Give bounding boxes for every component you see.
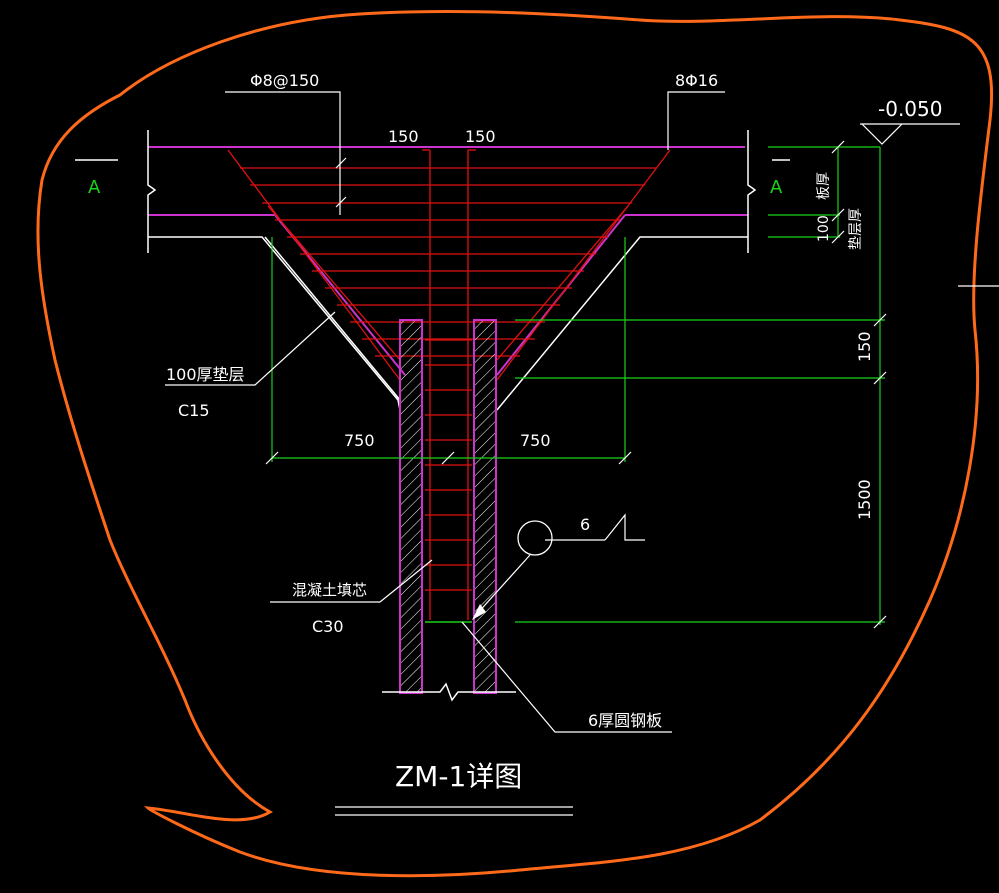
dim-750-right: 750 [520,431,551,450]
weld-symbol-circle [517,520,553,556]
dim-150-left: 150 [388,127,419,146]
dim-150-vertical: 150 [855,331,874,362]
pile-walls [399,319,497,694]
weld-arrow-icon [472,604,486,620]
weld-size-label: 6 [580,515,590,534]
core-fill-label: 混凝土填芯 [292,581,367,599]
section-mark-right: A [770,177,783,198]
funnel-rebars [227,149,671,620]
steel-plate-label: 6厚圆钢板 [588,711,662,730]
dimension-lines [271,146,885,625]
dimension-ticks [265,140,887,629]
slab [148,146,748,376]
rebar-stirrup-label: Φ8@150 [250,71,319,90]
elevation-label: -0.050 [878,97,942,121]
drawing-title: ZM-1详图 [395,760,522,793]
leader-lines [165,91,999,816]
dim-750-left: 750 [344,431,375,450]
orange-markup-outline [36,10,994,878]
slab-thickness-label: 板厚 [816,172,832,200]
bedding-grade: C15 [178,401,210,420]
rebar-main-label: 8Φ16 [675,71,718,90]
section-mark-left: A [88,177,101,198]
subgrade-label: 垫层厚 [848,208,864,250]
pile-bottom-break [382,682,516,702]
bedding-label: 100厚垫层 [166,365,245,384]
core-grade: C30 [312,617,344,636]
dim-100: 100 [816,215,832,242]
dim-150-right: 150 [465,127,496,146]
dim-1500-vertical: 1500 [855,479,874,520]
